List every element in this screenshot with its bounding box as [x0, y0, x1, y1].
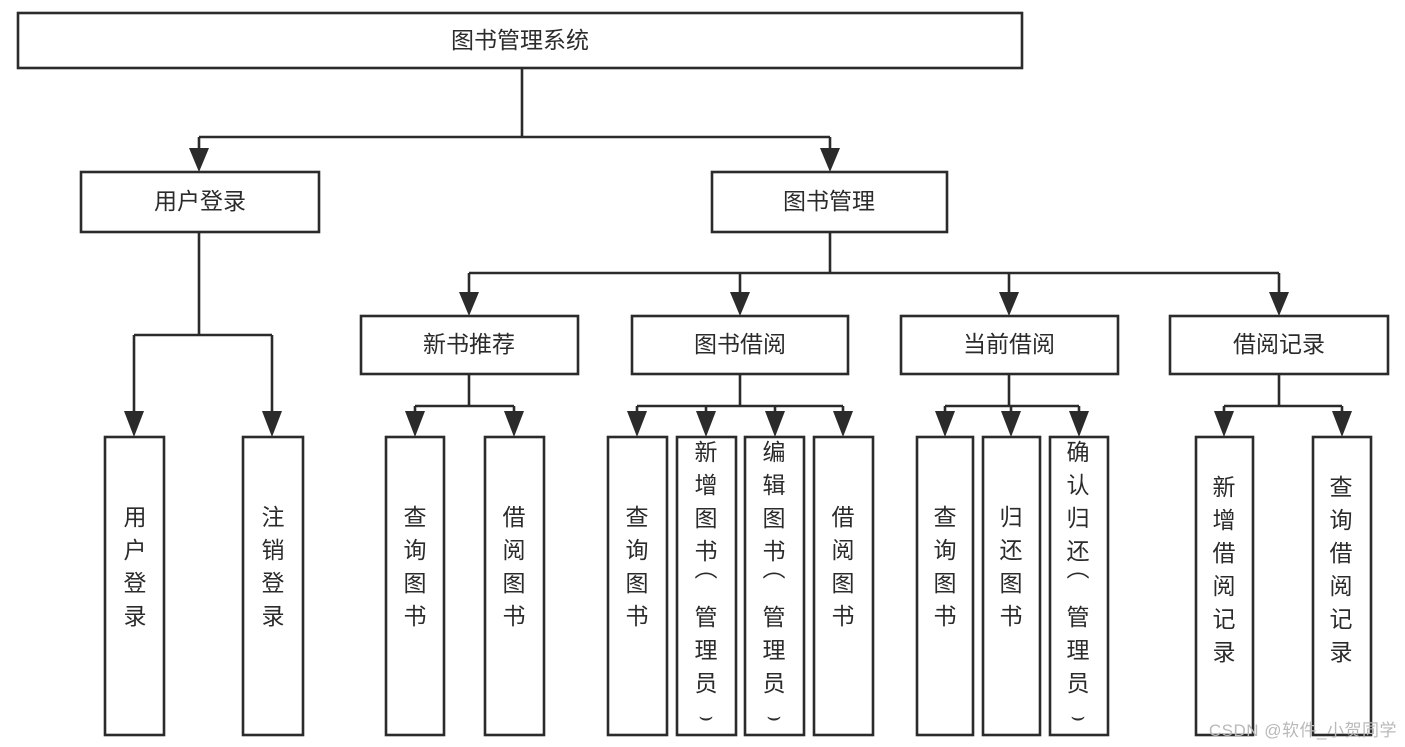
arrow-head-user-login [189, 148, 209, 172]
node-leaf-add-borrow-record-label: 新增借阅记录 [1213, 474, 1236, 665]
arrow-head-leaf-borrow-book-a [504, 411, 524, 437]
node-leaf-user-login-label: 用户登录 [124, 504, 147, 629]
edge-layer [124, 68, 1352, 437]
node-leaf-add-book-label: 新增图书⌒管理员⌣ [695, 439, 718, 729]
node-leaf-add-borrow-record[interactable]: 新增借阅记录 [1194, 435, 1255, 737]
arrow-head-current-borrow [999, 292, 1019, 316]
node-leaf-confirm-return-box[interactable] [1048, 435, 1110, 737]
node-leaf-borrow-book-label: 借阅图书 [832, 504, 855, 629]
node-current-borrow-label: 当前借阅 [963, 331, 1055, 357]
node-leaf-logout[interactable]: 注销登录 [241, 435, 305, 737]
arrow-head-leaf-query-book-a [405, 411, 425, 437]
node-leaf-borrow-book-recommend-box[interactable] [483, 435, 546, 737]
node-leaf-borrow-book-recommend[interactable]: 借阅图书 [483, 435, 546, 737]
node-leaf-query-book-current-box[interactable] [915, 435, 975, 737]
node-leaf-borrow-book[interactable]: 借阅图书 [812, 435, 875, 737]
node-leaf-confirm-return-label: 确认归还⌒管理员⌣ [1067, 439, 1090, 729]
node-root-label: 图书管理系统 [451, 27, 589, 53]
arrow-head-leaf-add-book [696, 411, 716, 437]
node-leaf-user-login-box[interactable] [103, 435, 166, 737]
node-current-borrow-box[interactable] [899, 314, 1120, 376]
node-leaf-return-book-label: 归还图书 [1000, 504, 1023, 629]
node-leaf-query-book-recommend-label: 查询图书 [404, 504, 427, 629]
node-leaf-add-book[interactable]: 新增图书⌒管理员⌣ [675, 435, 738, 737]
node-borrow-record-label: 借阅记录 [1233, 331, 1325, 357]
arrow-head-leaf-query-book-b [627, 411, 647, 437]
node-leaf-edit-book-label: 编辑图书⌒管理员⌣ [763, 439, 786, 729]
node-leaf-query-borrow-record-box[interactable] [1311, 435, 1373, 737]
node-leaf-query-book-recommend[interactable]: 查询图书 [384, 435, 446, 737]
node-book-borrow-label: 图书借阅 [694, 331, 786, 357]
node-leaf-confirm-return[interactable]: 确认归还⌒管理员⌣ [1048, 435, 1110, 737]
arrow-head-book-borrow [730, 292, 750, 316]
arrow-head-leaf-edit-book [765, 411, 785, 437]
arrow-head-leaf-user-login [124, 411, 144, 437]
node-leaf-borrow-book-box[interactable] [812, 435, 875, 737]
arrow-head-leaf-query-book-c [935, 411, 955, 437]
arrow-head-leaf-confirm-return [1069, 411, 1089, 437]
arrow-head-leaf-logout [262, 411, 282, 437]
node-leaf-add-book-box[interactable] [675, 435, 738, 737]
node-borrow-record-box[interactable] [1168, 314, 1390, 376]
node-leaf-query-book-recommend-box[interactable] [384, 435, 446, 737]
node-leaf-query-borrow-record[interactable]: 查询借阅记录 [1311, 435, 1373, 737]
node-leaf-query-book-borrow[interactable]: 查询图书 [606, 435, 669, 737]
node-current-borrow[interactable]: 当前借阅 [899, 314, 1120, 376]
arrow-head-leaf-borrow-book-b [833, 411, 853, 437]
csdn-watermark: CSDN @软件_小贺同学 [1208, 721, 1397, 740]
node-new-book-recommend-box[interactable] [359, 314, 580, 376]
node-leaf-edit-book-box[interactable] [743, 435, 806, 737]
node-leaf-query-book-current[interactable]: 查询图书 [915, 435, 975, 737]
arrow-head-new-book-recommend [459, 292, 479, 316]
node-book-management-label: 图书管理 [783, 188, 875, 214]
node-book-borrow[interactable]: 图书借阅 [630, 314, 850, 376]
node-book-management-box[interactable] [710, 170, 949, 234]
node-leaf-edit-book[interactable]: 编辑图书⌒管理员⌣ [743, 435, 806, 737]
node-leaf-add-borrow-record-box[interactable] [1194, 435, 1255, 737]
node-root-box[interactable] [16, 11, 1024, 70]
node-new-book-recommend[interactable]: 新书推荐 [359, 314, 580, 376]
node-leaf-query-book-borrow-box[interactable] [606, 435, 669, 737]
node-root[interactable]: 图书管理系统 [16, 11, 1024, 70]
arrow-head-leaf-return-book [1001, 411, 1021, 437]
node-leaf-query-book-borrow-label: 查询图书 [626, 504, 649, 629]
node-leaf-return-book[interactable]: 归还图书 [981, 435, 1042, 737]
node-leaf-query-borrow-record-label: 查询借阅记录 [1330, 474, 1353, 665]
node-leaf-logout-label: 注销登录 [262, 504, 285, 629]
arrow-head-leaf-add-record [1214, 411, 1234, 437]
node-leaf-logout-box[interactable] [241, 435, 305, 737]
arrow-head-leaf-query-record [1332, 411, 1352, 437]
node-user-login-label: 用户登录 [154, 188, 246, 214]
node-book-borrow-box[interactable] [630, 314, 850, 376]
node-leaf-user-login[interactable]: 用户登录 [103, 435, 166, 737]
node-leaf-query-book-current-label: 查询图书 [934, 504, 957, 629]
arrow-head-book-manage [820, 148, 840, 172]
node-leaf-borrow-book-recommend-label: 借阅图书 [503, 504, 526, 629]
node-user-login[interactable]: 用户登录 [79, 170, 321, 234]
node-borrow-record[interactable]: 借阅记录 [1168, 314, 1390, 376]
node-user-login-box[interactable] [79, 170, 321, 234]
node-leaf-return-book-box[interactable] [981, 435, 1042, 737]
arrow-head-borrow-record [1269, 292, 1289, 316]
node-new-book-recommend-label: 新书推荐 [423, 331, 515, 357]
node-book-management[interactable]: 图书管理 [710, 170, 949, 234]
